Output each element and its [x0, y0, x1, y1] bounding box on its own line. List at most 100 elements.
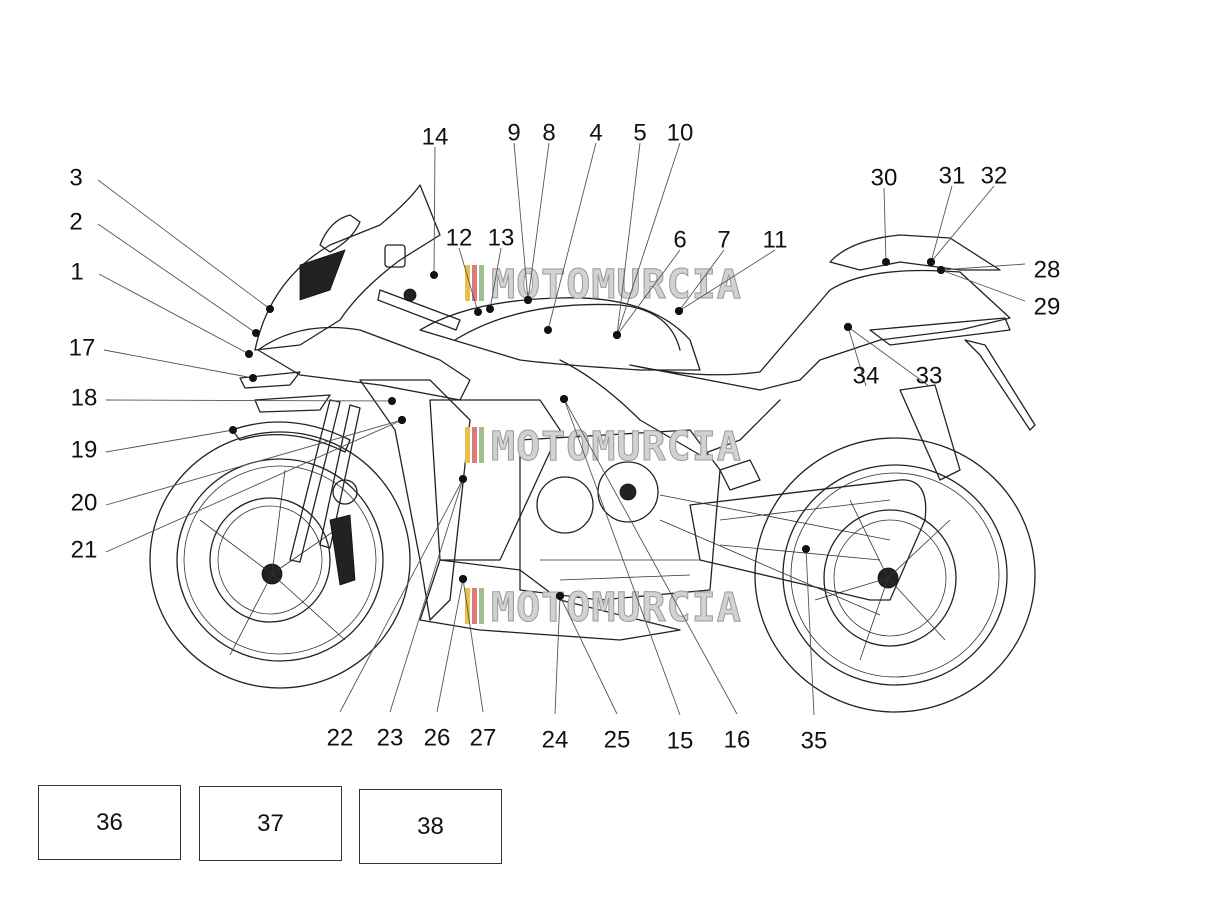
callout-leader-line: [559, 595, 618, 715]
callout-17: 17: [69, 335, 257, 382]
callout-35: 35: [801, 545, 828, 755]
callout-dot: [398, 416, 406, 424]
callout-leader-line: [462, 578, 484, 713]
callout-leader-line: [458, 247, 479, 313]
watermark-text: MOTOMURCIA: [491, 424, 742, 470]
callout-dot: [927, 258, 935, 266]
callout-number: 11: [763, 227, 788, 254]
handlebar: [377, 244, 461, 331]
callout-29: 29: [937, 266, 1060, 321]
callout-27: 27: [459, 575, 496, 752]
callout-leader-line: [105, 419, 403, 553]
callout-number: 1: [70, 259, 83, 286]
part-box-38: 38: [359, 789, 502, 864]
callout-34: 34: [844, 323, 879, 390]
callout-number: 6: [673, 227, 686, 254]
callout-number: 35: [801, 728, 828, 755]
callout-dot: [675, 307, 683, 315]
callout-28: 28: [937, 257, 1060, 284]
watermark: MOTOMURCIA: [465, 424, 742, 471]
callout-18: 18: [71, 385, 396, 412]
callout-number: 27: [470, 725, 497, 752]
motorcycle-drawing: [149, 184, 1036, 713]
callout-leader-line: [527, 142, 550, 301]
callout-leader-line: [339, 478, 464, 713]
callout-leader-line: [554, 595, 561, 715]
callout-leader-line: [616, 249, 681, 336]
footpeg: [719, 459, 761, 491]
callout-leader-line: [930, 185, 995, 263]
swingarm: [689, 479, 927, 601]
callout-leader-line: [513, 142, 529, 301]
part-box-36: 36: [38, 785, 181, 860]
callout-3: 3: [69, 165, 274, 313]
callout-dot: [937, 266, 945, 274]
callout-26: 26: [424, 575, 467, 752]
callout-dot: [266, 305, 274, 313]
callout-dot: [252, 329, 260, 337]
callout-leader-line: [433, 146, 436, 276]
callout-number: 28: [1034, 257, 1061, 284]
callout-number: 13: [488, 225, 515, 252]
callout-10: 10: [613, 120, 694, 339]
callout-dot: [249, 374, 257, 382]
callout-21: 21: [71, 416, 406, 564]
callout-leader-line: [97, 179, 271, 310]
callout-number: 25: [604, 727, 631, 754]
callout-dot: [560, 395, 568, 403]
callout-31: 31: [927, 163, 966, 266]
callout-leader-line: [389, 478, 464, 713]
callout-leader-line: [563, 398, 738, 715]
callout-dot: [430, 271, 438, 279]
callout-number: 9: [507, 120, 520, 147]
front-mudguard: [231, 421, 351, 453]
callout-number: 17: [69, 335, 96, 362]
callout-dot: [388, 397, 396, 405]
callout-1: 1: [70, 259, 253, 358]
watermark-stripe: [479, 427, 484, 463]
callout-dot: [474, 308, 482, 316]
callout-leader-line: [436, 578, 464, 713]
rear-wheel: [754, 437, 1036, 713]
callout-9: 9: [507, 120, 532, 304]
callout-number: 4: [589, 120, 602, 147]
callout-leader-line: [883, 187, 887, 263]
callout-dot: [459, 475, 467, 483]
callout-leader-line: [105, 429, 234, 453]
callout-dot: [613, 331, 621, 339]
callout-number: 7: [717, 227, 730, 254]
callout-16: 16: [560, 395, 750, 754]
watermark: MOTOMURCIA: [465, 262, 741, 309]
watermark-stripe: [465, 427, 470, 463]
chain: [659, 494, 891, 616]
callout-leader-line: [563, 398, 681, 716]
watermark-group: MOTOMURCIA MOTOMURCIA MOTOMURCIA: [465, 262, 742, 632]
callout-dot: [459, 575, 467, 583]
callout-leader-line: [616, 142, 641, 336]
callout-leader-line: [930, 185, 953, 263]
callout-number: 22: [327, 725, 354, 752]
callout-leader-line: [105, 399, 393, 402]
callout-leader-line: [678, 249, 725, 312]
callout-number: 5: [633, 120, 646, 147]
callout-dot: [556, 592, 564, 600]
callout-number: 30: [871, 165, 898, 192]
callout-19: 19: [71, 426, 237, 464]
callout-13: 13: [486, 225, 515, 313]
callout-number: 16: [724, 727, 751, 754]
callout-number: 31: [939, 163, 966, 190]
callout-leader-line: [547, 142, 597, 331]
callout-leader-line: [805, 548, 815, 716]
callout-number: 21: [71, 537, 98, 564]
number-plate-holder: [964, 339, 1036, 431]
callout-number: 10: [667, 120, 694, 147]
watermark-stripe: [472, 588, 477, 624]
callout-number: 24: [542, 727, 569, 754]
callout-leader-line: [616, 142, 681, 336]
callout-leader-line: [847, 326, 867, 387]
callout-leader-line: [103, 349, 254, 379]
callout-dot: [544, 326, 552, 334]
frame-and-tank: [419, 234, 1011, 456]
callout-14: 14: [422, 124, 448, 279]
